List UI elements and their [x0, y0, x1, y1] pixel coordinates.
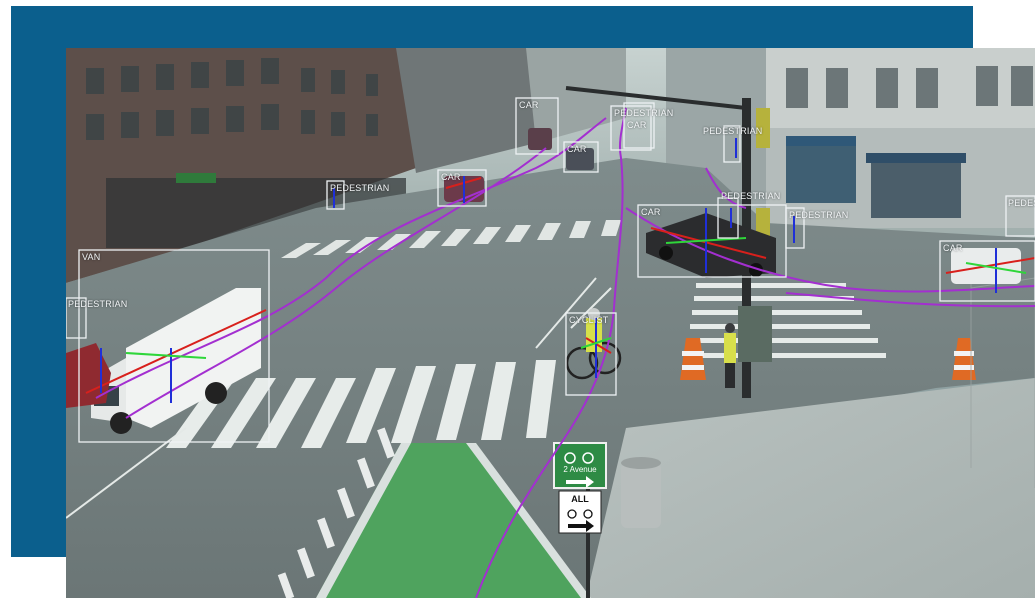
green-bike-lane — [316, 443, 591, 598]
bike-route-all-text: ALL — [571, 494, 589, 504]
detection-label-van: VAN — [82, 252, 101, 262]
right-buildings — [666, 48, 1035, 228]
bbox-pedestrian-left — [66, 297, 87, 339]
cyclist-figure — [565, 308, 622, 380]
red-car-left — [66, 343, 111, 408]
pedestrian-crossing-guard — [724, 323, 736, 388]
bbox-pedestrian-distant — [610, 105, 652, 151]
trajectory-paths — [95, 107, 1035, 598]
detection-label-pedestrian-mid: PEDESTRIAN — [330, 183, 390, 193]
detection-label-car-distant: CAR — [627, 120, 647, 130]
detection-label-pedestrian-top: PEDESTRIAN — [703, 126, 763, 136]
bike-lane-bollards — [277, 427, 395, 598]
detection-label-pedestrian-right: PEDESTRIAN — [789, 210, 849, 220]
bbox-pedestrian-right — [785, 207, 805, 249]
detection-label-car-mid: CAR — [441, 172, 461, 182]
detection-label-car-right: CAR — [943, 243, 963, 253]
bbox-car-right — [939, 240, 1035, 302]
detection-label-pedestrian-edge: PEDESTRIAN — [1008, 198, 1035, 208]
bbox-car-far — [515, 97, 559, 155]
traffic-cone-left — [680, 338, 706, 380]
bbox-car-distant — [623, 102, 655, 149]
detection-label-car-far: CAR — [519, 100, 539, 110]
bbox-cyclist — [565, 312, 617, 396]
crosswalk-far — [281, 220, 621, 258]
pose-axes — [85, 138, 1035, 403]
bike-route-sign: 2 Avenue ALL — [553, 442, 607, 598]
bbox-car-mid — [437, 169, 487, 207]
left-buildings — [66, 48, 626, 283]
street-scene-illustration: 2 Avenue ALL — [66, 48, 1035, 598]
detection-label-cyclist: CYCLIST — [569, 315, 609, 325]
detection-label-pedestrian-left: PEDESTRIAN — [68, 299, 128, 309]
detection-label-pedestrian-distant: PEDESTRIAN — [614, 108, 674, 118]
bbox-van — [78, 249, 270, 443]
detection-label-pedestrian-pole: PEDESTRIAN — [721, 191, 781, 201]
dark-truck — [646, 213, 776, 278]
traffic-camera-frame: 2 Avenue ALL — [66, 48, 1035, 598]
trash-can — [621, 457, 661, 528]
bounding-boxes — [66, 97, 1035, 443]
bbox-pedestrian-top — [723, 125, 741, 163]
crosswalk-right — [686, 283, 886, 358]
bike-route-street-text: 2 Avenue — [563, 465, 597, 474]
traffic-cone-right — [952, 338, 976, 380]
detection-label-truck: CAR — [641, 207, 661, 217]
bbox-car-near-far — [563, 141, 599, 173]
detection-label-car-near-far: CAR — [567, 144, 587, 154]
bbox-pedestrian-mid — [326, 180, 345, 210]
bbox-pedestrian-edge — [1005, 195, 1035, 237]
bbox-pedestrian-pole — [717, 197, 739, 239]
